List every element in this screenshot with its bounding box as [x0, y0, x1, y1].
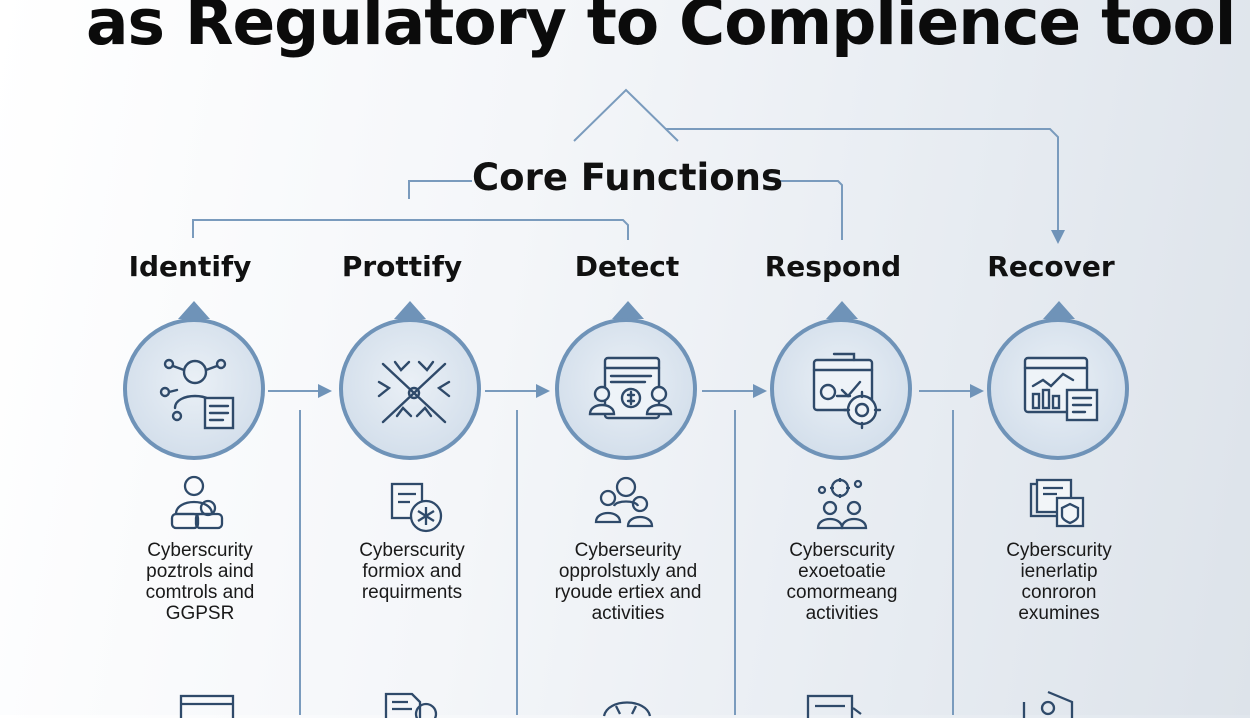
circle-notch	[178, 301, 210, 319]
desc-line: Cyberscurity	[1006, 540, 1112, 561]
users-icon	[170, 475, 224, 530]
function-circle-prottify	[339, 318, 481, 460]
desc-line: GGPSR	[165, 603, 235, 624]
function-circle-identify	[123, 318, 265, 460]
column-title-identify: Identify	[128, 250, 252, 283]
laptop-icon	[806, 694, 862, 718]
description-recover: Cyberscurity ienerlatip conroron exumine…	[969, 540, 1149, 624]
desc-line: exoetoatie	[798, 561, 886, 582]
person-network-document-icon	[159, 358, 235, 430]
description-prottify: Cyberscurity formiox and requirments	[322, 540, 502, 603]
function-circle-detect	[555, 318, 697, 460]
desc-line: comormeang	[786, 582, 898, 603]
people-gear-icon	[816, 478, 868, 530]
function-circle-recover	[987, 318, 1129, 460]
desc-line: conroron	[1021, 582, 1097, 603]
description-detect: Cyberseurity opprolstuxly and ryoude ert…	[538, 540, 718, 624]
desc-line: Cyberscurity	[789, 540, 895, 561]
column-title-respond: Respond	[764, 250, 902, 283]
team-icon	[594, 476, 654, 528]
core-functions-label: Core Functions	[472, 156, 783, 199]
browser-users-coin-icon	[588, 356, 673, 420]
description-identify: Cyberscurity poztrols aind comtrols and …	[110, 540, 290, 624]
description-respond: Cyberscurity exoetoatie comormeang activ…	[752, 540, 932, 624]
desc-line: activities	[805, 603, 879, 624]
page-title: as Regulatory to Complience tool	[86, 0, 1236, 59]
column-title-prottify: Prottify	[341, 250, 463, 283]
documents-shield-icon	[1029, 478, 1085, 528]
desc-line: formiox and	[362, 561, 462, 582]
desc-line: ryoude ertiex and	[554, 582, 702, 603]
document-icon	[179, 694, 235, 718]
desc-line: Cyberscurity	[147, 540, 253, 561]
desc-line: Cyberseurity	[574, 540, 682, 561]
desc-line: activities	[591, 603, 665, 624]
circle-notch	[394, 301, 426, 319]
clipboard-asterisk-icon	[390, 482, 443, 533]
desc-line: Cyberscurity	[359, 540, 465, 561]
circle-notch	[1043, 301, 1075, 319]
dashboard-chart-icon	[1023, 356, 1099, 422]
desc-line: exumines	[1018, 603, 1100, 624]
circle-notch	[612, 301, 644, 319]
column-title-detect: Detect	[574, 250, 680, 283]
shield-circuit-icon	[377, 360, 451, 424]
window-check-gear-icon	[812, 352, 882, 430]
function-circle-respond	[770, 318, 912, 460]
desc-line: ienerlatip	[1020, 561, 1098, 582]
desc-line: poztrols aind	[146, 561, 254, 582]
column-title-recover: Recover	[987, 250, 1115, 283]
shield-icon	[1022, 690, 1074, 718]
desc-line: opprolstuxly and	[558, 561, 698, 582]
gear-hand-icon	[602, 701, 652, 717]
desc-line: comtrols and	[145, 582, 255, 603]
circle-notch	[826, 301, 858, 319]
file-gear-icon	[384, 692, 438, 718]
desc-line: requirments	[361, 582, 463, 603]
